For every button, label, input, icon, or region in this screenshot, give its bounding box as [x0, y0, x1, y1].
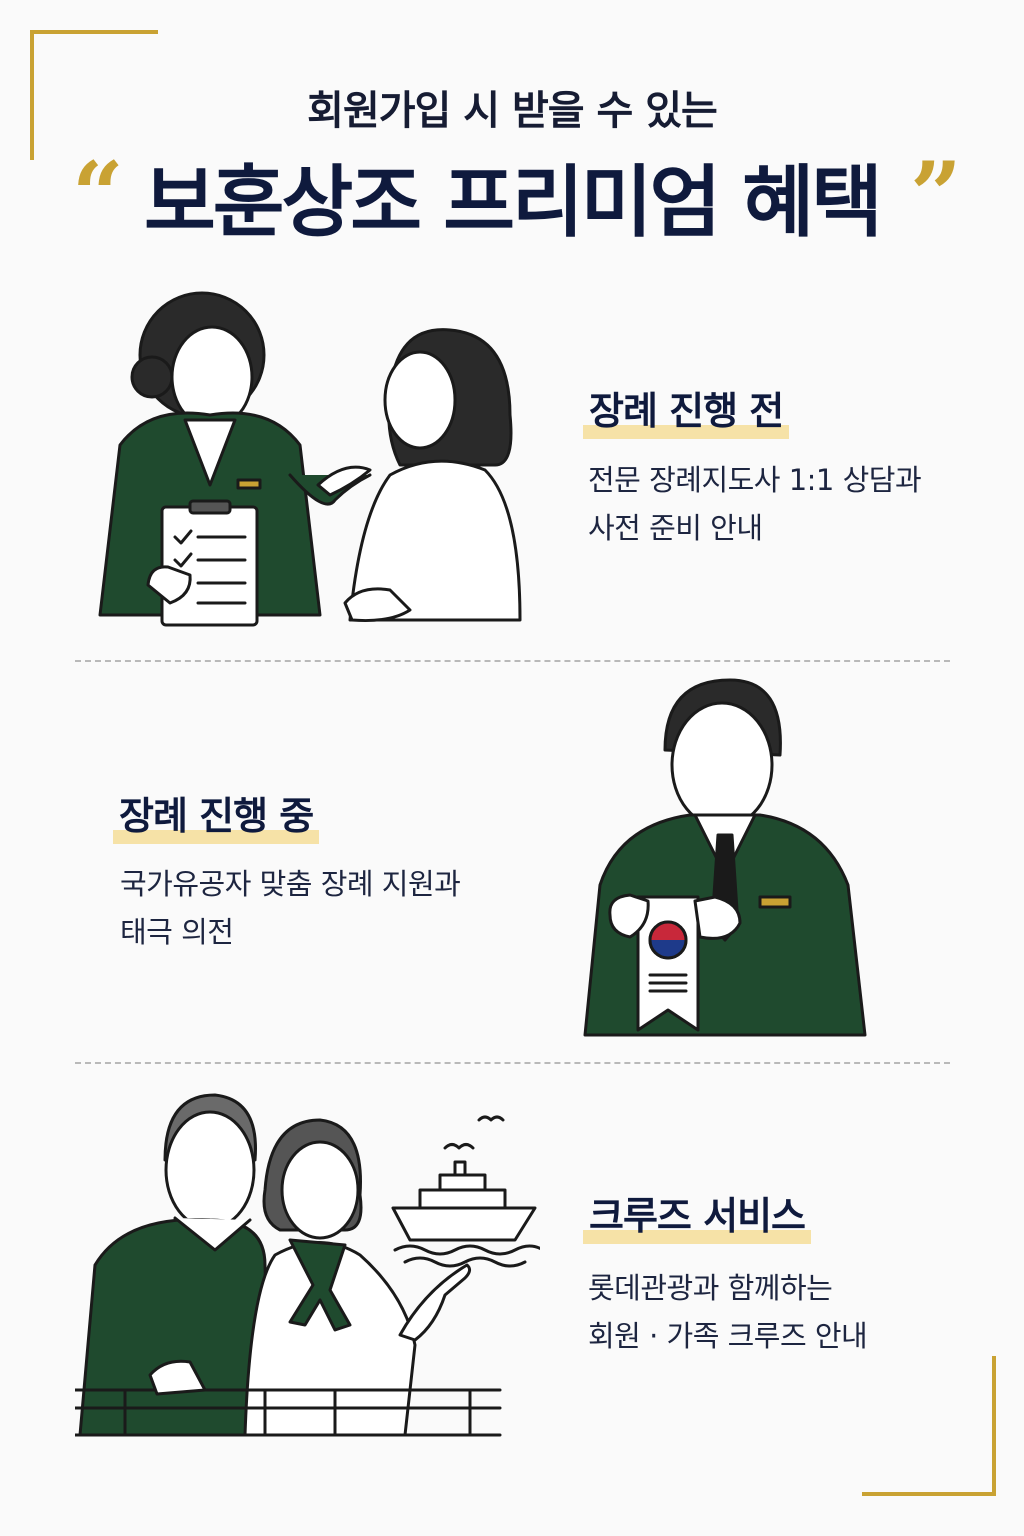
section-title-text: 장례 진행 중: [119, 794, 314, 838]
page-subtitle: 회원가입 시 받을 수 있는: [307, 88, 718, 134]
desc-line: 국가유공자 맞춤 장례 지원과: [120, 867, 461, 901]
section-title-cruise-service: 크루즈 서비스: [583, 1185, 811, 1244]
section-desc-cruise-service: 롯데관광과 함께하는 회원 · 가족 크루즈 안내: [588, 1264, 868, 1360]
national-flag-ceremony-illustration: [583, 678, 867, 1037]
quote-open-mark: “: [72, 142, 124, 248]
desc-line: 태극 의전: [120, 915, 234, 949]
section-desc-before-funeral: 전문 장례지도사 1:1 상담과 사전 준비 안내: [588, 456, 922, 552]
section-title-during-funeral: 장례 진행 중: [113, 785, 320, 844]
corner-top-left-horizontal: [30, 30, 158, 34]
corner-top-left-vertical: [30, 30, 34, 160]
corner-bottom-right-vertical: [992, 1356, 996, 1496]
desc-line: 회원 · 가족 크루즈 안내: [588, 1319, 868, 1353]
consultation-illustration: [98, 291, 522, 627]
section-title-text: 크루즈 서비스: [589, 1194, 806, 1238]
section-title-before-funeral: 장례 진행 전: [583, 380, 790, 439]
section-divider: [75, 1062, 950, 1064]
section-title-text: 장례 진행 전: [589, 389, 784, 433]
cruise-couple-illustration: [75, 1093, 540, 1437]
desc-line: 전문 장례지도사 1:1 상담과: [588, 463, 922, 497]
desc-line: 사전 준비 안내: [588, 511, 763, 545]
desc-line: 롯데관광과 함께하는: [588, 1271, 833, 1305]
corner-bottom-right-horizontal: [862, 1492, 996, 1496]
quote-close-mark: ”: [910, 142, 962, 248]
page-title: 보훈상조 프리미엄 혜택: [144, 158, 883, 248]
section-divider: [75, 660, 950, 662]
section-desc-during-funeral: 국가유공자 맞춤 장례 지원과 태극 의전: [120, 860, 461, 956]
